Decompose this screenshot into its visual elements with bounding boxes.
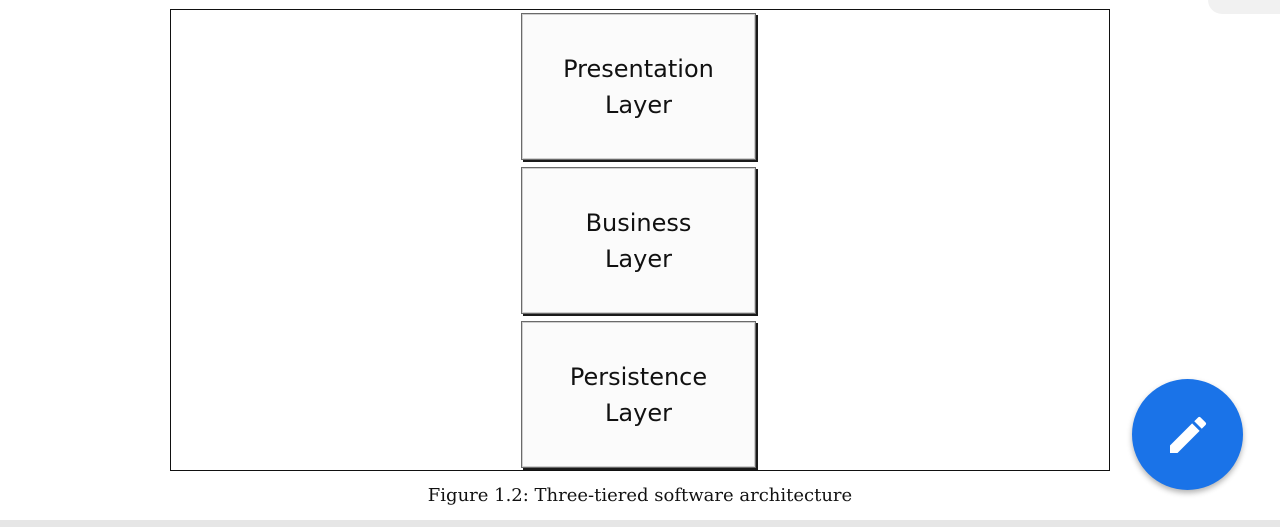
presentation-layer-label: Presentation Layer: [563, 54, 714, 119]
business-layer-box: Business Layer: [521, 167, 756, 314]
pencil-icon: [1169, 416, 1206, 453]
top-edge-tab: [1208, 0, 1280, 14]
persistence-layer-box: Persistence Layer: [521, 321, 756, 468]
persistence-layer-label: Persistence Layer: [569, 362, 708, 427]
figure-caption: Figure 1.2: Three-tiered software archit…: [427, 485, 853, 506]
bottom-bar: [0, 520, 1280, 527]
edit-fab-button[interactable]: [1132, 379, 1243, 490]
presentation-layer-box: Presentation Layer: [521, 13, 756, 160]
business-layer-label: Business Layer: [585, 208, 692, 273]
figure-frame: Presentation Layer Business Layer Persis…: [170, 9, 1110, 471]
